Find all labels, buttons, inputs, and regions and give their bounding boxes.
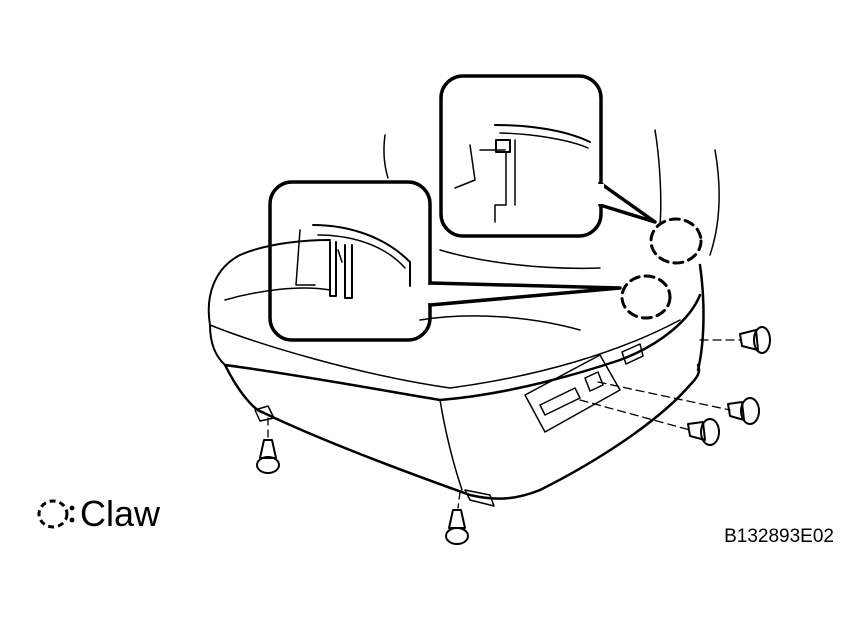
figure-id: B132893E02: [724, 526, 834, 547]
seat-cushion: [207, 239, 705, 402]
claw-detail-balloon-right: [439, 74, 657, 238]
seat-side-panel: [223, 363, 701, 500]
claw-mark-upper: [649, 217, 703, 265]
screw-right-top: [699, 326, 771, 354]
claw-detail-balloon-left: [268, 180, 622, 342]
screw-left-bottom: [256, 417, 280, 474]
screw-right-middle: [597, 381, 760, 425]
legend: Claw: [34, 493, 161, 534]
dashed-circle-icon: [37, 499, 75, 529]
screw-right-lower: [579, 399, 720, 446]
screw-center-bottom: [445, 491, 469, 545]
mount-brackets: [254, 405, 495, 507]
seat-back-outline: [383, 129, 720, 256]
adjuster-switch-panel: [524, 343, 644, 433]
claw-mark-lower: [620, 274, 672, 320]
legend-label: Claw: [80, 493, 161, 534]
claw-location-marks: [620, 217, 703, 320]
